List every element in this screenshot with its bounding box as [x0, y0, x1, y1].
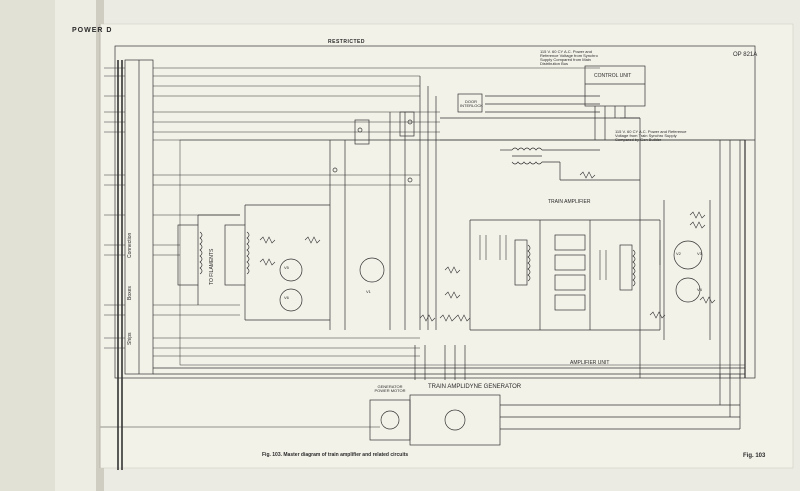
amplidyne-generator-box [409, 394, 501, 446]
tube-v3-symbol [673, 240, 703, 270]
transformer-t1 [511, 147, 543, 165]
figure-caption: Fig. 103. Master diagram of train amplif… [262, 452, 409, 458]
tube-v5-label: V5 [284, 265, 289, 270]
tube-v1-symbol [359, 257, 385, 283]
document-id: OP 821A [733, 52, 758, 58]
train-amplifier-label: TRAIN AMPLIFIER [548, 199, 591, 205]
filament-transformers [177, 224, 250, 286]
tube-v2-label: V2 [676, 251, 681, 256]
tube-v5-symbol [279, 258, 303, 282]
boxes-label: Boxes [127, 286, 133, 300]
control-unit-note: 115 V. 60 CY A.C. Power and Reference Vo… [540, 49, 598, 66]
restricted-marking: RESTRICTED [328, 39, 365, 45]
ships-label: Ships [127, 332, 133, 345]
left-page-shadow [0, 0, 55, 491]
schematic [100, 45, 756, 470]
tube-v3-label: V3 [697, 251, 702, 256]
reference-voltage-note: 115 V. 60 CY A.C. Power and Reference Vo… [615, 129, 687, 142]
tube-v4-label: V4 [697, 287, 702, 292]
tube-v6-label: V6 [284, 295, 289, 300]
amplidyne-generator-title: TRAIN AMPLIDYNE GENERATOR [428, 384, 522, 390]
control-unit-title: CONTROL UNIT [594, 73, 632, 79]
door-interlock-box [457, 93, 483, 113]
motor-armature [380, 410, 400, 430]
generator-motor-label: GENERATOR POWER MOTOR [374, 384, 406, 393]
connection-label: Connection [127, 232, 133, 258]
door-interlock-label: DOOR INTERLOCK [460, 99, 483, 108]
tube-v1-label: V1 [366, 289, 371, 294]
foldout-sheet [99, 23, 794, 469]
figure-number: Fig. 103 [743, 453, 766, 459]
amplifier-unit-label: AMPLIFIER UNIT [570, 360, 610, 366]
amplifier-transformers [514, 239, 636, 291]
to-filaments-label: TO FILAMENTS [209, 248, 215, 285]
amplidyne-armature [444, 409, 466, 431]
tube-v6-symbol [279, 288, 303, 312]
diagram-frame [114, 45, 756, 379]
tube-v4-symbol [675, 277, 701, 303]
left-page-title: POWER D [72, 27, 113, 34]
